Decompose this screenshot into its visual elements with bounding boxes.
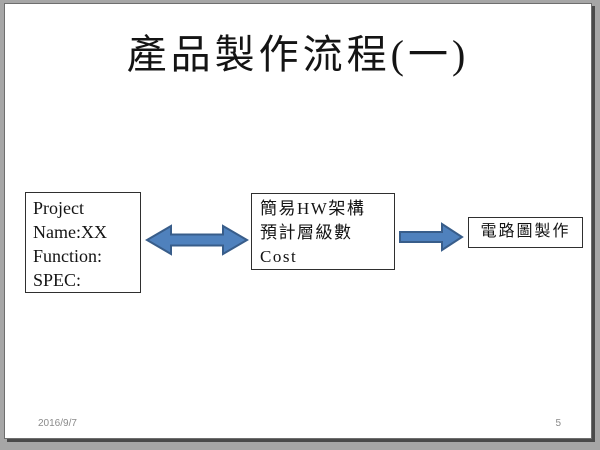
- right-arrow-shape: [399, 222, 464, 252]
- flow-box-line: 電路圖製作: [480, 223, 571, 240]
- slide-page-number: 5: [555, 418, 561, 429]
- flow-box-line: Cost: [260, 247, 298, 266]
- slide[interactable]: 產品製作流程(一) Project Name:XX Function: SPEC…: [4, 3, 592, 439]
- flow-box-line: Name:XX: [33, 222, 107, 242]
- flow-box-hw-architecture[interactable]: 簡易HW架構 預計層級數 Cost: [251, 193, 395, 270]
- flow-box-schematic[interactable]: 電路圖製作: [468, 217, 583, 248]
- right-arrow-icon[interactable]: [398, 222, 464, 252]
- flow-box-line: Function:: [33, 246, 103, 266]
- flow-box-line: 預計層級數: [260, 223, 353, 242]
- flow-box-line: SPEC:: [33, 270, 82, 290]
- flow-box-project-info[interactable]: Project Name:XX Function: SPEC:: [25, 192, 141, 293]
- flow-box-line: Project: [33, 198, 84, 218]
- double-arrow-shape: [145, 224, 249, 256]
- double-arrow-icon[interactable]: [145, 223, 249, 257]
- slide-date: 2016/9/7: [38, 418, 77, 429]
- slide-title: 產品製作流程(一): [126, 32, 470, 77]
- flow-box-line: 簡易HW架構: [260, 199, 366, 218]
